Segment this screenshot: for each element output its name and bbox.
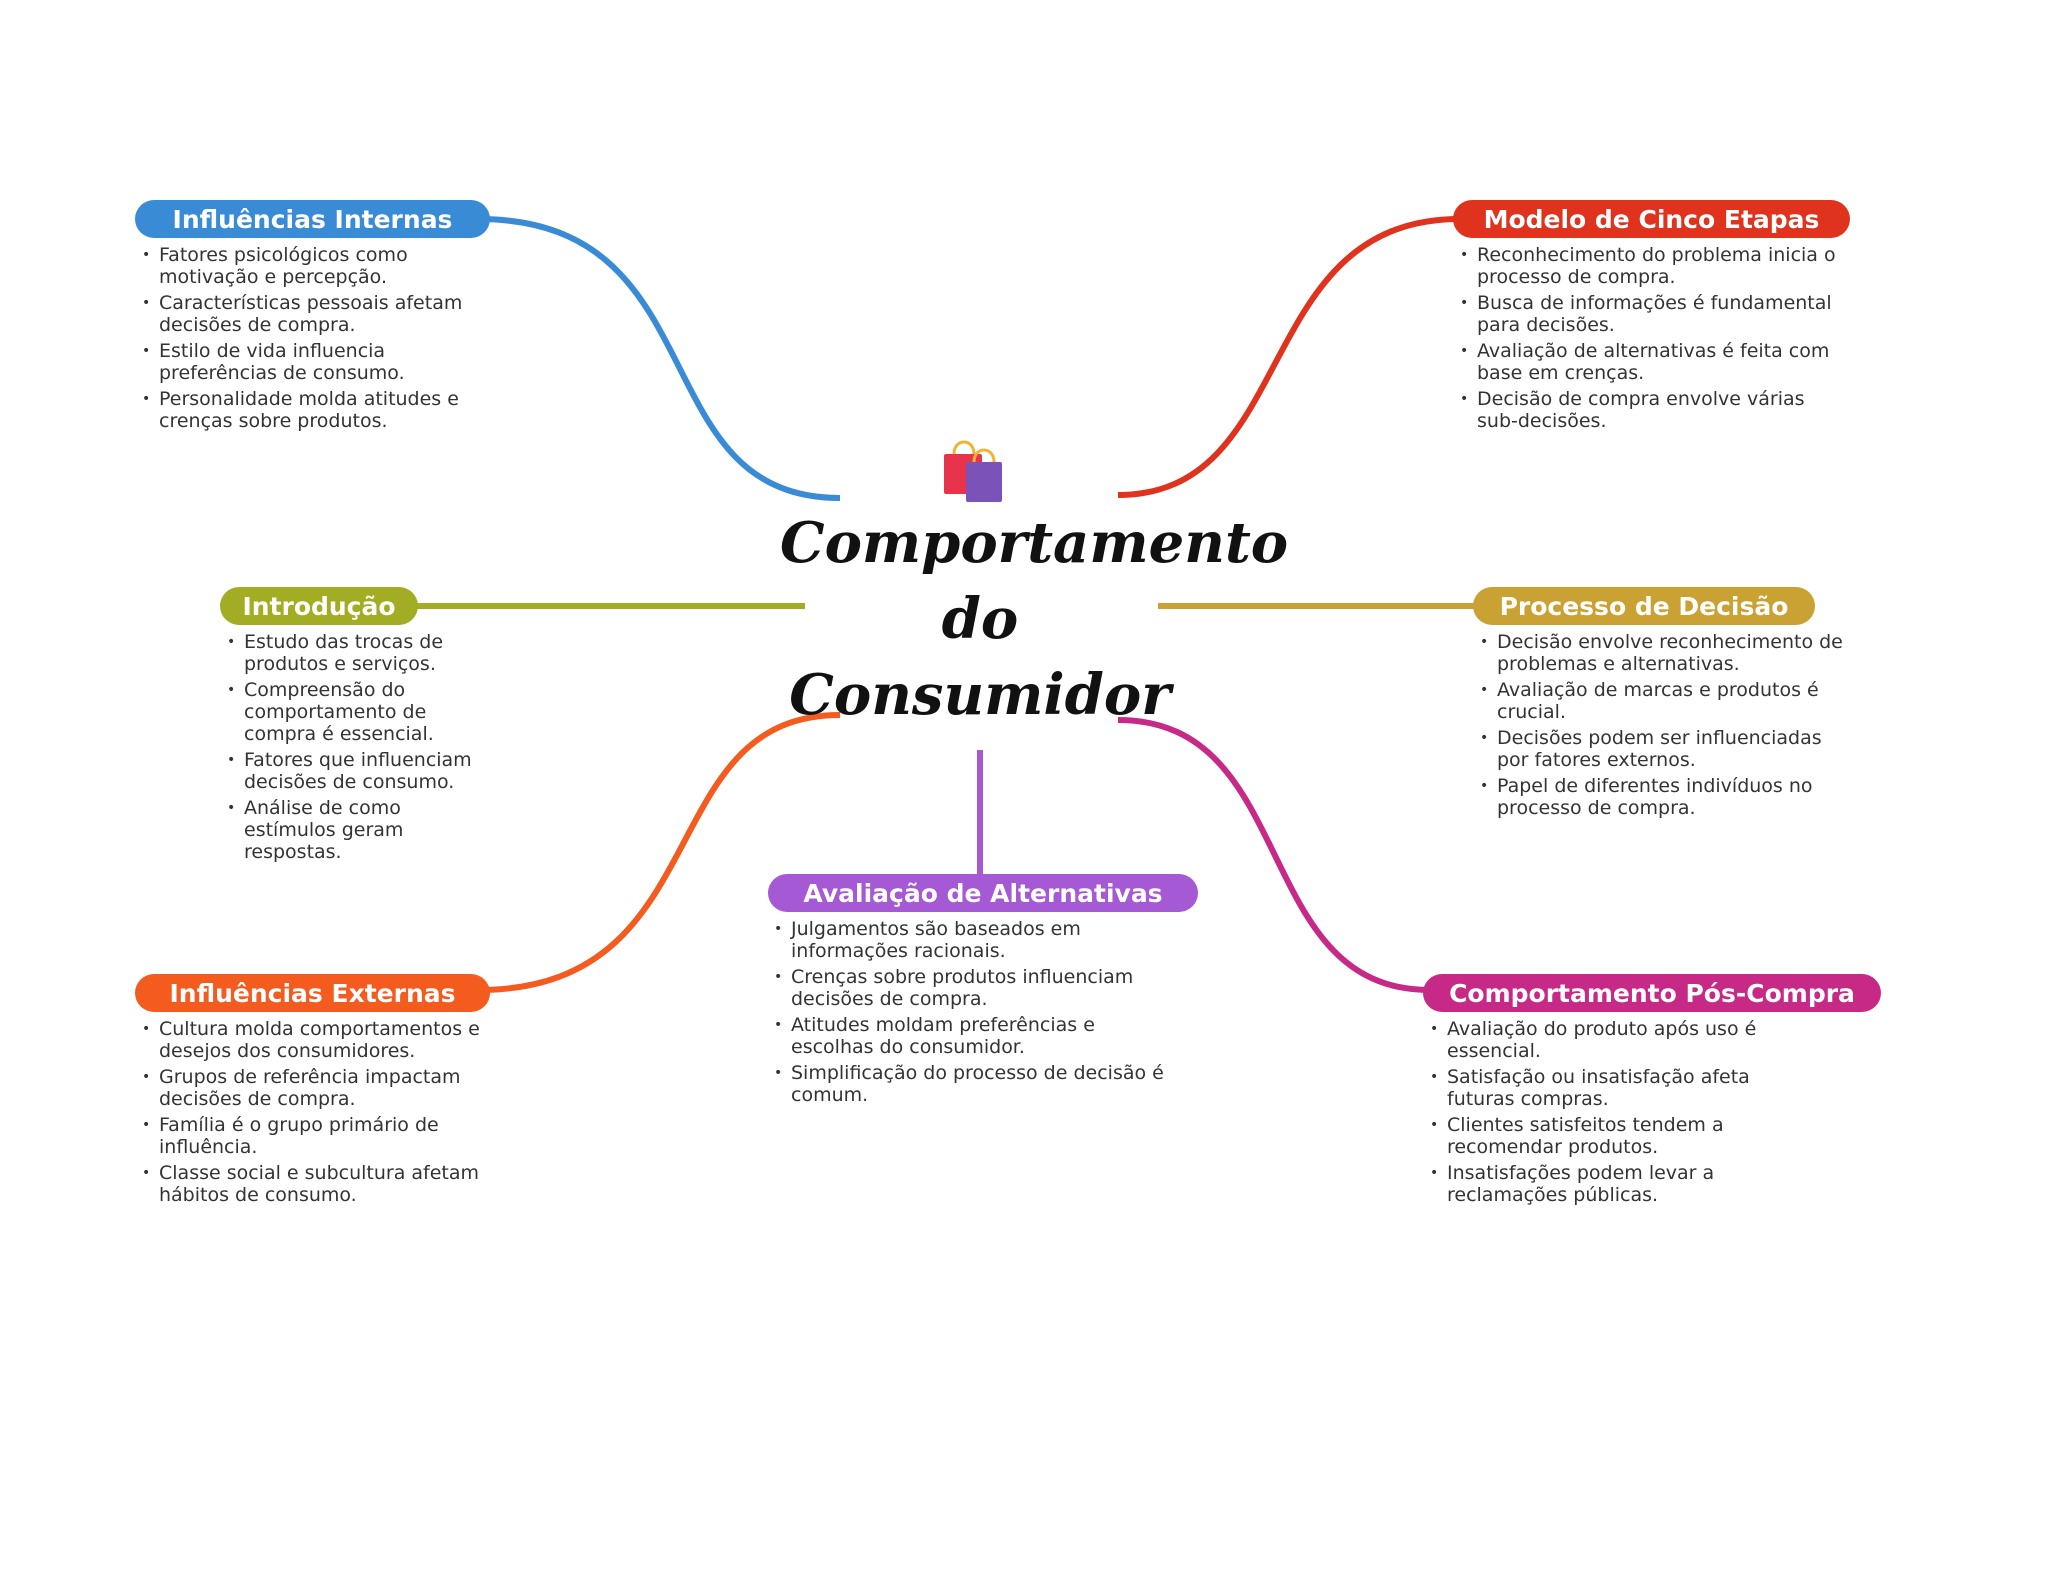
branch-title-influencias-internas: Influências Internas bbox=[135, 200, 490, 238]
branch-list-pos-compra: Avaliação do produto após uso é essencia… bbox=[1428, 1018, 1808, 1210]
list-item: Avaliação de marcas e produtos é crucial… bbox=[1478, 679, 1848, 723]
branch-title-influencias-externas: Influências Externas bbox=[135, 974, 490, 1012]
branch-list-processo-decisao: Decisão envolve reconhecimento de proble… bbox=[1478, 631, 1848, 823]
connector-modelo-cinco-etapas bbox=[1117, 216, 1461, 498]
branch-list-influencias-externas: Cultura molda comportamentos e desejos d… bbox=[140, 1018, 520, 1210]
connector-influencias-internas bbox=[477, 216, 841, 501]
list-item: Simplificação do processo de decisão é c… bbox=[772, 1062, 1172, 1106]
list-item: Decisões podem ser influenciadas por fat… bbox=[1478, 727, 1848, 771]
list-item: Família é o grupo primário de influência… bbox=[140, 1114, 520, 1158]
central-title-line: do bbox=[941, 586, 1019, 652]
list-item: Satisfação ou insatisfação afeta futuras… bbox=[1428, 1066, 1808, 1110]
list-item: Classe social e subcultura afetam hábito… bbox=[140, 1162, 520, 1206]
branch-list-influencias-internas: Fatores psicológicos como motivação e pe… bbox=[140, 244, 500, 436]
central-title-line: Consumidor bbox=[789, 662, 1171, 728]
list-item: Crenças sobre produtos influenciam decis… bbox=[772, 966, 1172, 1010]
list-item: Atitudes moldam preferências e escolhas … bbox=[772, 1014, 1172, 1058]
branch-title-introducao: Introdução bbox=[220, 587, 418, 625]
list-item: Busca de informações é fundamental para … bbox=[1458, 292, 1848, 336]
branch-title-processo-decisao: Processo de Decisão bbox=[1473, 587, 1815, 625]
list-item: Personalidade molda atitudes e crenças s… bbox=[140, 388, 500, 432]
list-item: Análise de como estímulos geram resposta… bbox=[225, 797, 475, 863]
branch-title-modelo-cinco-etapas: Modelo de Cinco Etapas bbox=[1453, 200, 1850, 238]
list-item: Fatores psicológicos como motivação e pe… bbox=[140, 244, 500, 288]
connector-pos-compra bbox=[1117, 717, 1431, 993]
central-topic-title: Comportamento do Consumidor bbox=[780, 505, 1289, 733]
list-item: Decisão envolve reconhecimento de proble… bbox=[1478, 631, 1848, 675]
list-item: Clientes satisfeitos tendem a recomendar… bbox=[1428, 1114, 1808, 1158]
list-item: Fatores que influenciam decisões de cons… bbox=[225, 749, 475, 793]
branch-list-modelo-cinco-etapas: Reconhecimento do problema inicia o proc… bbox=[1458, 244, 1848, 436]
branch-title-avaliacao-alternativas: Avaliação de Alternativas bbox=[768, 874, 1198, 912]
list-item: Grupos de referência impactam decisões d… bbox=[140, 1066, 520, 1110]
list-item: Julgamentos são baseados em informações … bbox=[772, 918, 1172, 962]
list-item: Avaliação de alternativas é feita com ba… bbox=[1458, 340, 1848, 384]
list-item: Decisão de compra envolve várias sub-dec… bbox=[1458, 388, 1848, 432]
list-item: Estilo de vida influencia preferências d… bbox=[140, 340, 500, 384]
list-item: Avaliação do produto após uso é essencia… bbox=[1428, 1018, 1808, 1062]
list-item: Estudo das trocas de produtos e serviços… bbox=[225, 631, 475, 675]
central-title-line: Comportamento bbox=[780, 510, 1289, 576]
connector-influencias-externas bbox=[477, 712, 841, 993]
list-item: Papel de diferentes indivíduos no proces… bbox=[1478, 775, 1848, 819]
branch-list-introducao: Estudo das trocas de produtos e serviços… bbox=[225, 631, 475, 867]
list-item: Cultura molda comportamentos e desejos d… bbox=[140, 1018, 520, 1062]
branch-title-pos-compra: Comportamento Pós-Compra bbox=[1423, 974, 1881, 1012]
shopping-bags-icon bbox=[944, 440, 1002, 502]
list-item: Reconhecimento do problema inicia o proc… bbox=[1458, 244, 1848, 288]
list-item: Características pessoais afetam decisões… bbox=[140, 292, 500, 336]
list-item: Compreensão do comportamento de compra é… bbox=[225, 679, 475, 745]
list-item: Insatisfações podem levar a reclamações … bbox=[1428, 1162, 1808, 1206]
branch-list-avaliacao-alternativas: Julgamentos são baseados em informações … bbox=[772, 918, 1172, 1110]
